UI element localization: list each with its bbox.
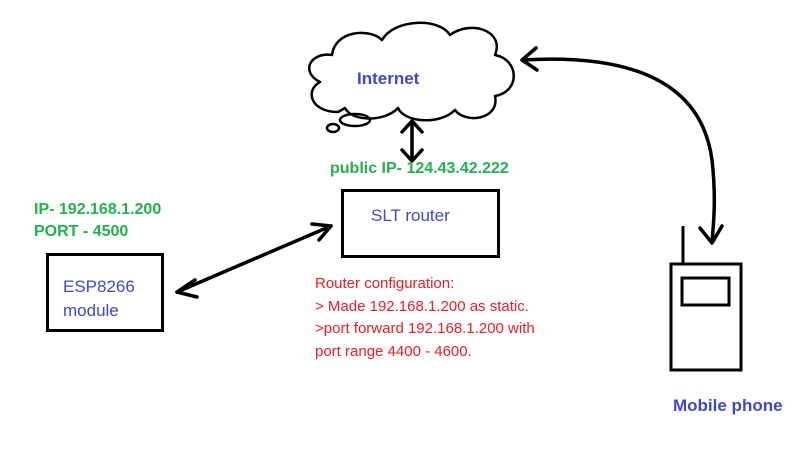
config-note-line: port range 4400 - 4600. xyxy=(315,342,472,360)
router-config-notes: Router configuration: > Made 192.168.1.2… xyxy=(315,273,535,363)
esp-module-box xyxy=(46,253,164,332)
esp-module-label-line2: module xyxy=(63,301,119,320)
public-ip-label: public IP- 124.43.42.222 xyxy=(330,160,509,177)
router-label: SLT router xyxy=(371,206,450,225)
esp-port-label: PORT - 4500 xyxy=(34,223,129,240)
internet-router-link xyxy=(400,119,424,163)
config-note-line: > Made 192.168.1.200 as static. xyxy=(315,297,529,315)
config-note-line: Router configuration: xyxy=(315,275,455,292)
cloud-icon xyxy=(308,21,515,134)
internet-phone-link xyxy=(520,46,724,245)
router-box xyxy=(341,189,500,258)
mobile-phone-icon xyxy=(669,226,743,372)
config-note-line: >port forward 192.168.1.200 with xyxy=(315,320,535,337)
mobile-phone-label: Mobile phone xyxy=(673,396,783,415)
internet-label: Internet xyxy=(357,69,420,88)
esp-ip-label: IP- 192.168.1.200 xyxy=(34,201,162,218)
esp-router-link xyxy=(175,222,333,299)
esp-module-label-line1: ESP8266 xyxy=(63,277,135,296)
